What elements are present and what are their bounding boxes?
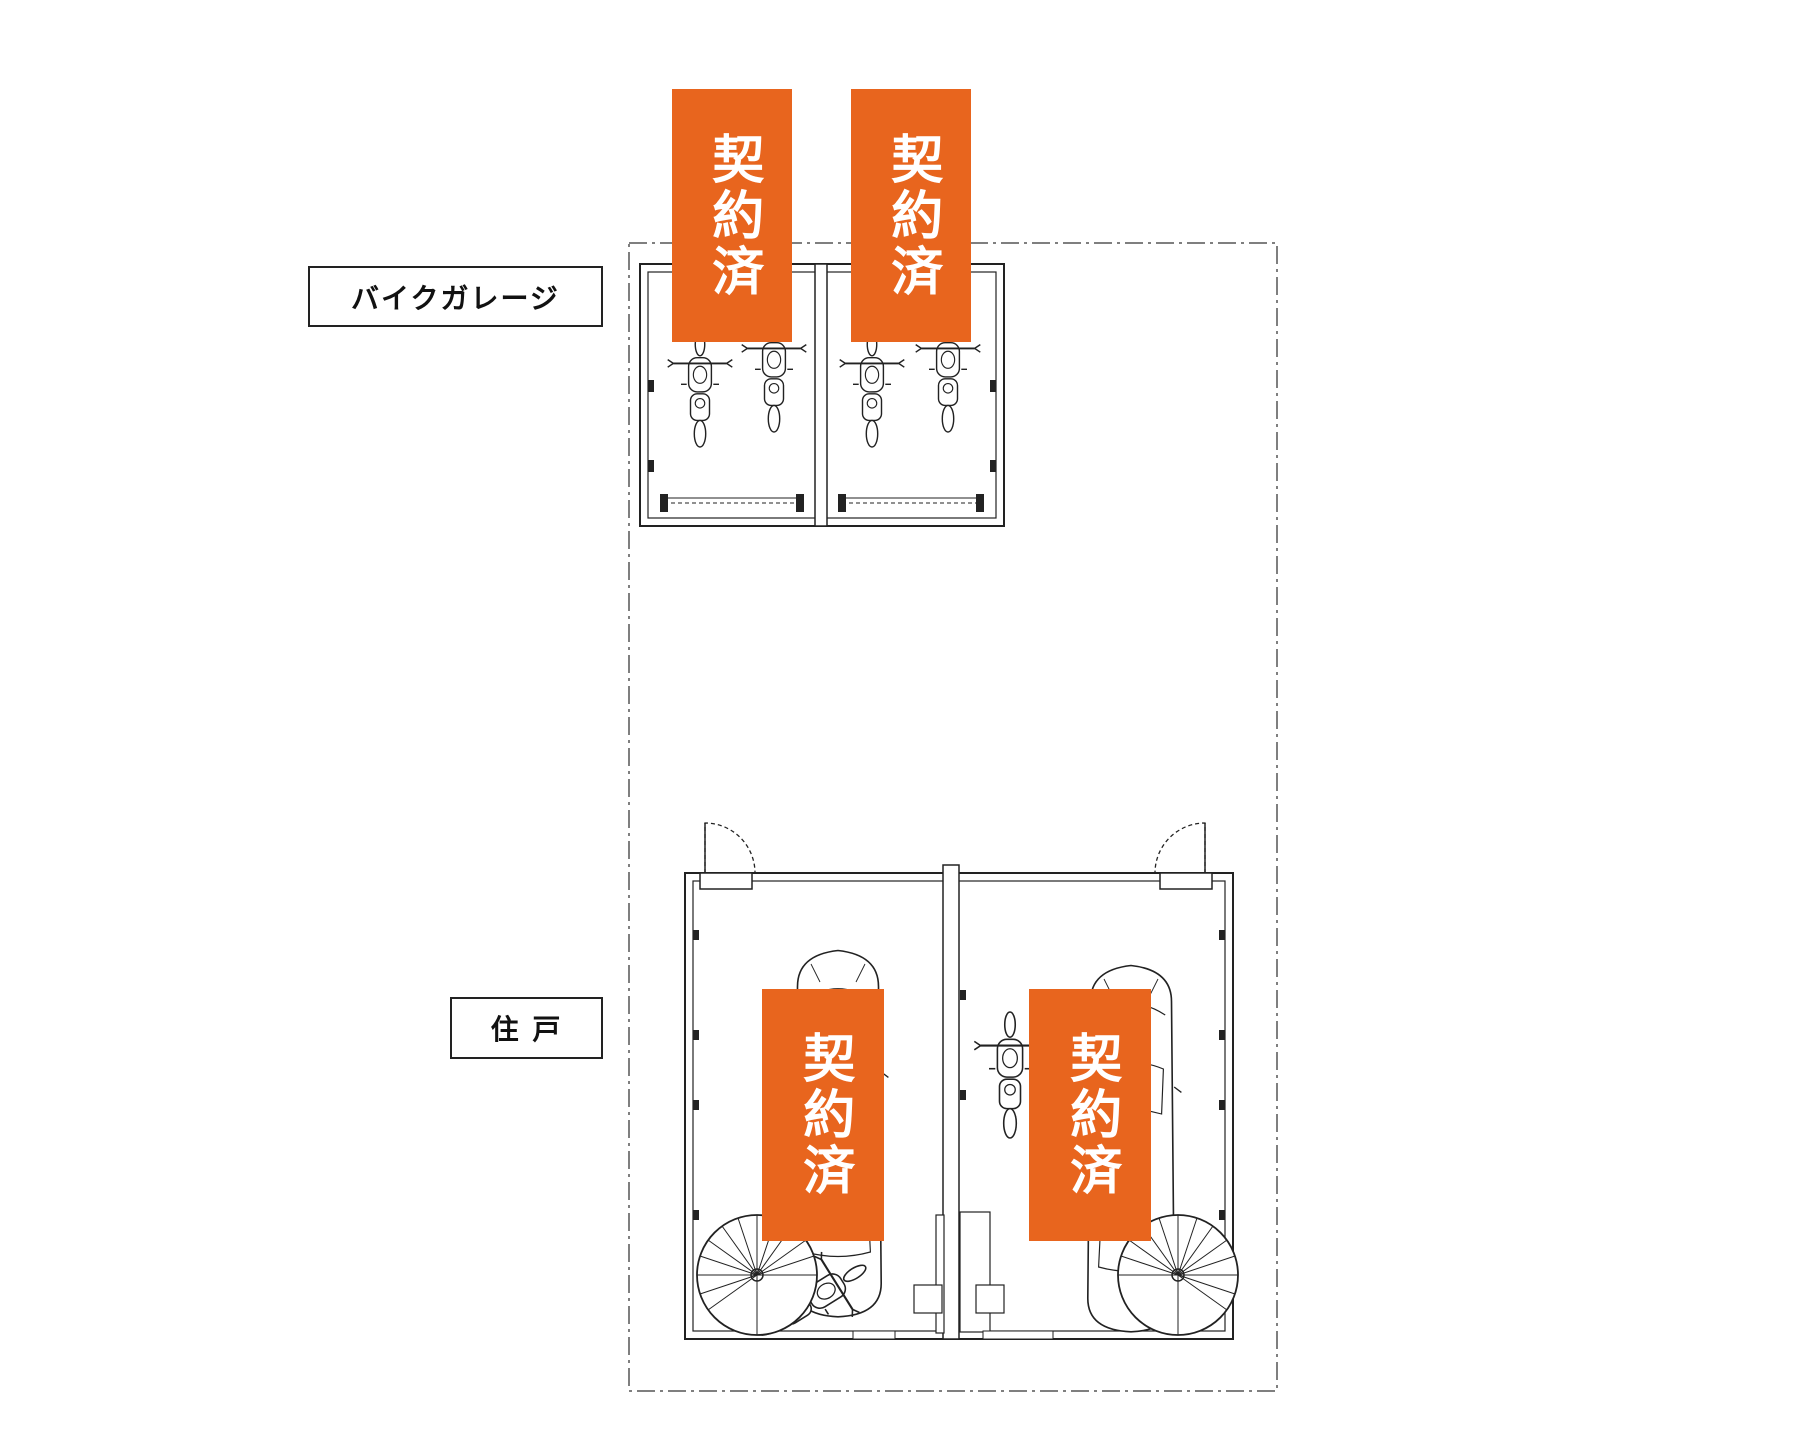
bike-garage-label: バイクガレージ [308,266,603,327]
sold-tag-garage-1: 契約済 [672,89,792,342]
door-swing-icon [704,822,756,874]
house-label: 住 戸 [450,997,603,1059]
sold-tag-house-2: 契約済 [1029,989,1151,1241]
sold-tag-house-1: 契約済 [762,989,884,1241]
door-swing-icon [1154,822,1206,874]
sold-tag-garage-2: 契約済 [851,89,971,342]
